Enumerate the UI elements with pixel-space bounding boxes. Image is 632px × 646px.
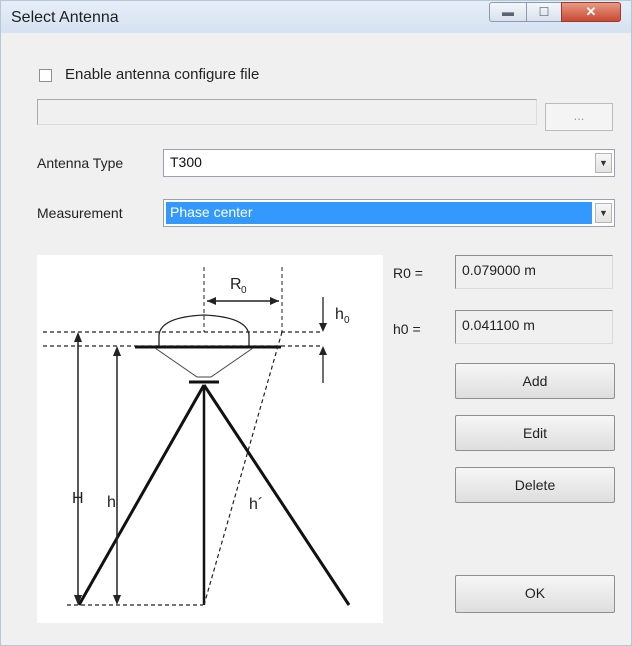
r0-value: 0.079000 m (462, 262, 536, 278)
dialog-body: Enable antenna configure file ... Antenn… (11, 33, 623, 635)
r0-symbol: R (230, 276, 242, 293)
close-icon: ✕ (585, 4, 597, 19)
h0-value: 0.041100 m (462, 317, 535, 333)
browse-button: ... (545, 103, 613, 131)
minimize-button[interactable]: ▬ (489, 2, 527, 22)
antenna-type-label: Antenna Type (37, 155, 124, 171)
h-label: h (107, 494, 116, 511)
h-prime-label: h´ (249, 496, 263, 513)
h0-symbol: h (335, 306, 344, 323)
h0-value-field: 0.041100 m (455, 310, 613, 344)
title-bar: Select Antenna ▬ ☐ ✕ (1, 1, 631, 33)
config-file-path-field (37, 99, 537, 125)
ok-button[interactable]: OK (455, 575, 615, 613)
h0-subscript: 0 (344, 315, 350, 326)
antenna-height-diagram: R 0 h´ (37, 255, 383, 623)
antenna-type-value: T300 (170, 154, 202, 170)
measurement-selection-highlight: Phase center (166, 202, 592, 224)
measurement-value: Phase center (170, 204, 253, 220)
delete-button[interactable]: Delete (455, 467, 615, 503)
enable-config-label[interactable]: Enable antenna configure file (65, 66, 260, 83)
minimize-icon: ▬ (502, 5, 514, 19)
edit-button[interactable]: Edit (455, 415, 615, 451)
r0-subscript: 0 (241, 285, 247, 296)
antenna-type-select[interactable]: T300 ▼ (163, 149, 615, 177)
measurement-label: Measurement (37, 205, 123, 221)
add-button[interactable]: Add (455, 363, 615, 399)
tripod-diagram-svg: R 0 h´ (43, 267, 351, 606)
window-title: Select Antenna (11, 9, 119, 26)
measurement-select[interactable]: Phase center ▼ (163, 199, 615, 227)
close-button[interactable]: ✕ (561, 2, 621, 22)
maximize-icon: ☐ (538, 5, 550, 19)
r0-label: R0 = (393, 265, 423, 281)
r0-value-field: 0.079000 m (455, 255, 613, 289)
chevron-down-icon[interactable]: ▼ (595, 203, 612, 223)
chevron-down-icon[interactable]: ▼ (595, 153, 612, 173)
maximize-button[interactable]: ☐ (526, 2, 562, 22)
h0-label: h0 = (393, 321, 421, 337)
enable-config-checkbox[interactable] (39, 69, 52, 82)
H-label: H (72, 490, 84, 507)
